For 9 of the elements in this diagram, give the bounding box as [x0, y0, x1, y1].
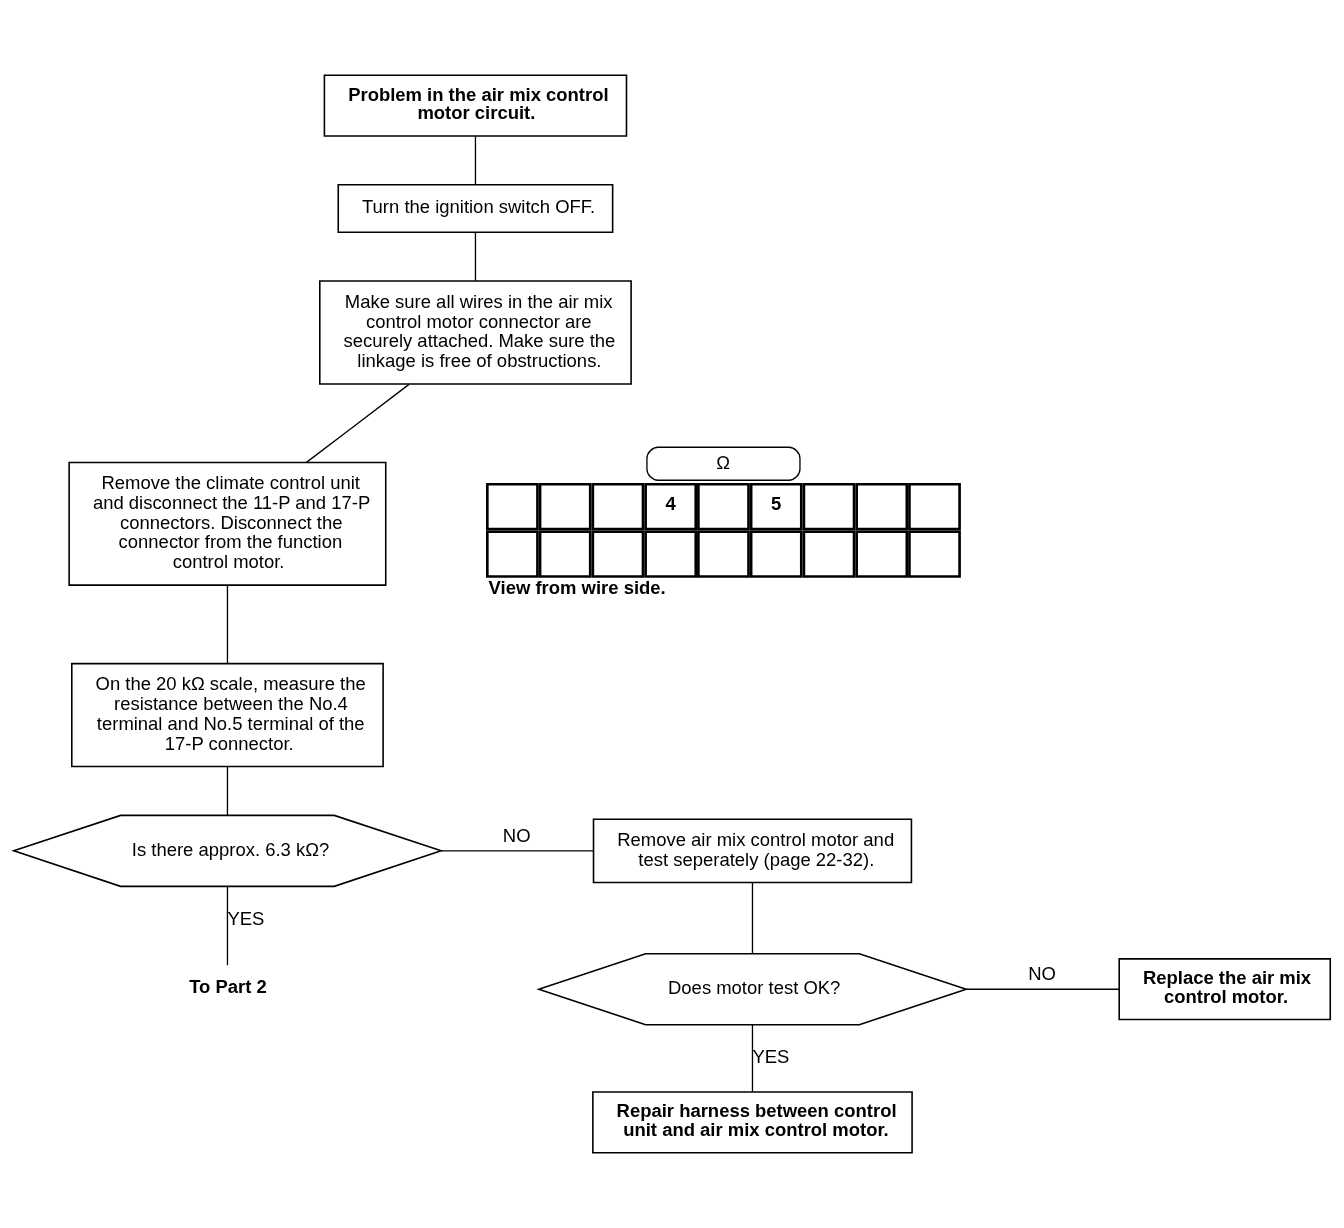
edge-label: YES: [752, 1046, 790, 1068]
edge-label: YES: [227, 907, 265, 929]
label: View from wire side.: [488, 576, 666, 598]
edge-label: NO: [502, 824, 531, 846]
label: 4: [665, 493, 676, 515]
edge-label: NO: [1028, 963, 1056, 985]
label: 5: [770, 493, 782, 515]
label: Ω: [716, 451, 730, 473]
node-text: To Part 2: [189, 975, 267, 997]
